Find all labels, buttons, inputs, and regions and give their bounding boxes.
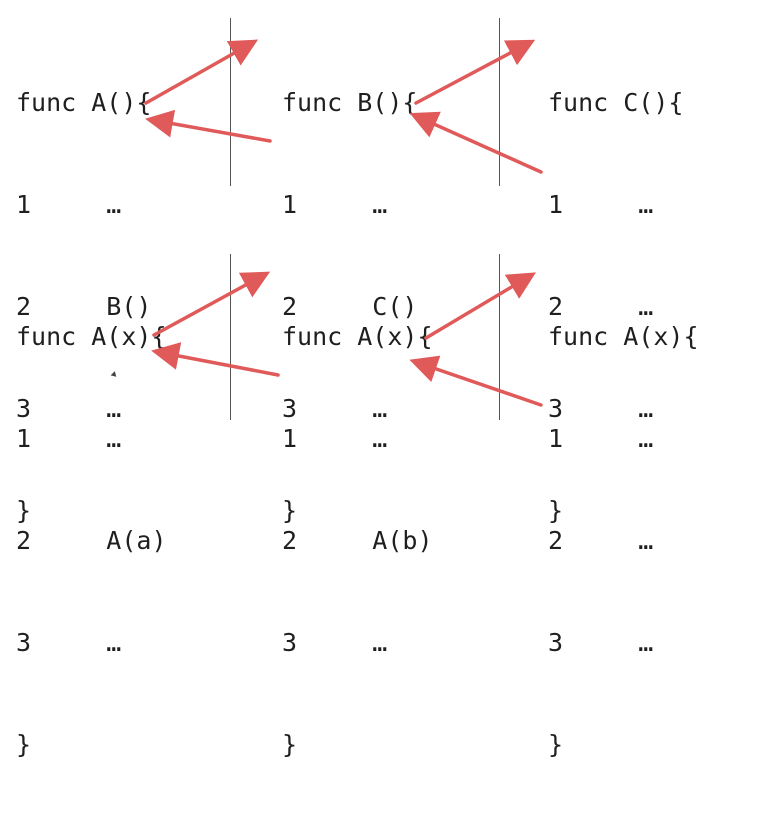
code-line: 2 A(b) <box>282 526 433 555</box>
call-arrow <box>152 271 271 337</box>
code-line: 3 … <box>548 394 654 423</box>
code-line: 3 … <box>282 394 388 423</box>
recursion-diagram: func A(){ 1 … 2 B() 3 … } func B(){ 1 … … <box>16 18 699 759</box>
code-line: 1 … <box>548 190 654 219</box>
code-line: 3 … <box>548 628 654 657</box>
column-divider <box>230 254 231 420</box>
code-line: 2 … <box>548 526 654 555</box>
call-arrow <box>424 272 537 340</box>
code-line: 3 … <box>16 628 122 657</box>
function-header: func C(){ <box>548 88 684 117</box>
call-arrow <box>414 39 536 105</box>
column-divider <box>499 254 500 420</box>
code-line: 2 A(a) <box>16 526 167 555</box>
return-arrow <box>409 355 543 407</box>
return-arrow <box>145 109 272 143</box>
closing-brace: } <box>16 730 32 759</box>
return-arrow <box>409 111 543 174</box>
column-divider <box>499 18 500 186</box>
code-line: 2 B() <box>16 292 152 321</box>
closing-brace: } <box>282 730 298 759</box>
code-line: 1 … <box>282 190 388 219</box>
return-arrow <box>151 342 280 377</box>
code-line: 2 C() <box>282 292 418 321</box>
function-header: func A(x){ <box>282 322 433 351</box>
column-divider <box>230 18 231 186</box>
function-header: func B(){ <box>282 88 418 117</box>
code-line: 3 … <box>282 628 388 657</box>
code-line: 3 … <box>16 394 122 423</box>
function-header: func A(){ <box>16 88 152 117</box>
call-return-arrows <box>144 39 543 407</box>
function-header: func A(x){ <box>548 322 699 351</box>
call-arrow <box>144 39 259 105</box>
closing-brace: } <box>548 730 564 759</box>
code-line: 1 … <box>16 190 122 219</box>
code-line: 2 … <box>548 292 654 321</box>
